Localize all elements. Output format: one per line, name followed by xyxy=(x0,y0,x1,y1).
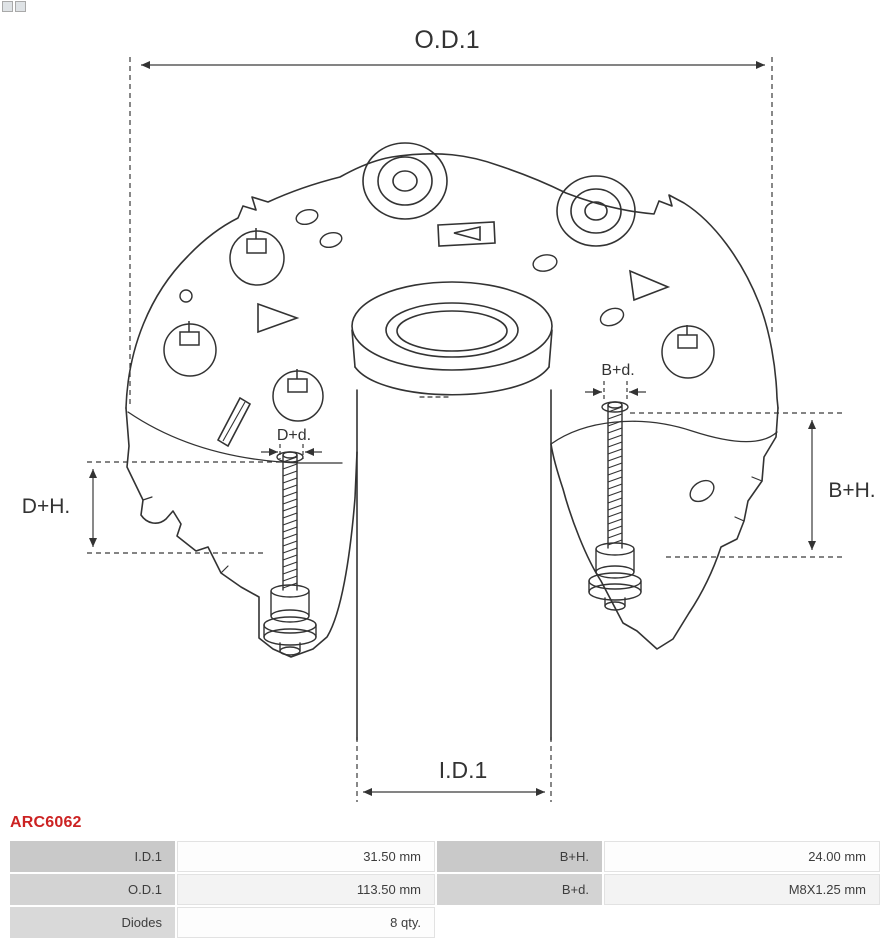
diode xyxy=(661,325,715,379)
bh-label: B+H. xyxy=(828,479,875,502)
spec-value: 31.50 mm xyxy=(177,841,435,872)
plate-holes xyxy=(179,208,715,503)
diode xyxy=(229,228,285,286)
spec-label-empty xyxy=(437,907,602,938)
thread-hatching xyxy=(282,456,298,589)
diode xyxy=(163,321,217,377)
part-number: ARC6062 xyxy=(10,814,82,831)
rectifier-drawing: O.D.1 I.D.1 D+H. B+H. D+d. B+d. xyxy=(22,26,876,802)
left-skirt-edge xyxy=(125,407,358,658)
spec-label: B+H. xyxy=(437,841,602,872)
bd-label: B+d. xyxy=(601,362,634,379)
arrow-mark-right xyxy=(629,269,671,302)
spec-label: O.D.1 xyxy=(10,874,175,905)
arrow-mark-left xyxy=(257,302,300,334)
dh-label: D+H. xyxy=(22,495,70,518)
table-row: I.D.1 31.50 mm B+H. 24.00 mm xyxy=(10,841,880,872)
diodes xyxy=(163,228,715,422)
central-bore-tube xyxy=(351,281,553,741)
stud-left xyxy=(263,451,317,656)
spec-table: I.D.1 31.50 mm B+H. 24.00 mm O.D.1 113.5… xyxy=(8,839,882,940)
spec-value-empty xyxy=(604,907,880,938)
slot-arrow-mark xyxy=(453,225,481,242)
spec-value: M8X1.25 mm xyxy=(604,874,880,905)
spec-label: B+d. xyxy=(437,874,602,905)
dd-label: D+d. xyxy=(277,427,311,444)
logo-placeholder-icon xyxy=(2,1,26,12)
terminal-boss-top xyxy=(362,142,448,220)
spec-value: 113.50 mm xyxy=(177,874,435,905)
spec-label: Diodes xyxy=(10,907,175,938)
terminal-boss-right xyxy=(556,175,636,247)
spec-label: I.D.1 xyxy=(10,841,175,872)
table-row: Diodes 8 qty. xyxy=(10,907,880,938)
slanted-slot xyxy=(216,396,252,448)
od1-label: O.D.1 xyxy=(414,26,479,54)
plate-top-edge xyxy=(125,153,779,409)
dimension-lines xyxy=(87,57,846,802)
table-row: O.D.1 113.50 mm B+d. M8X1.25 mm xyxy=(10,874,880,905)
diode xyxy=(272,369,324,422)
logo-box-icon xyxy=(2,1,13,12)
stamped-slot xyxy=(437,221,496,247)
id1-label: I.D.1 xyxy=(439,757,488,783)
right-skirt-edge xyxy=(550,407,779,650)
rectifier-body xyxy=(125,153,779,658)
stud-right xyxy=(588,401,642,611)
terminal-bosses xyxy=(216,142,671,448)
technical-diagram: O.D.1 I.D.1 D+H. B+H. D+d. B+d. xyxy=(22,26,876,802)
spec-value: 24.00 mm xyxy=(604,841,880,872)
spec-value: 8 qty. xyxy=(177,907,435,938)
logo-box-icon xyxy=(15,1,26,12)
thread-hatching xyxy=(607,406,623,546)
